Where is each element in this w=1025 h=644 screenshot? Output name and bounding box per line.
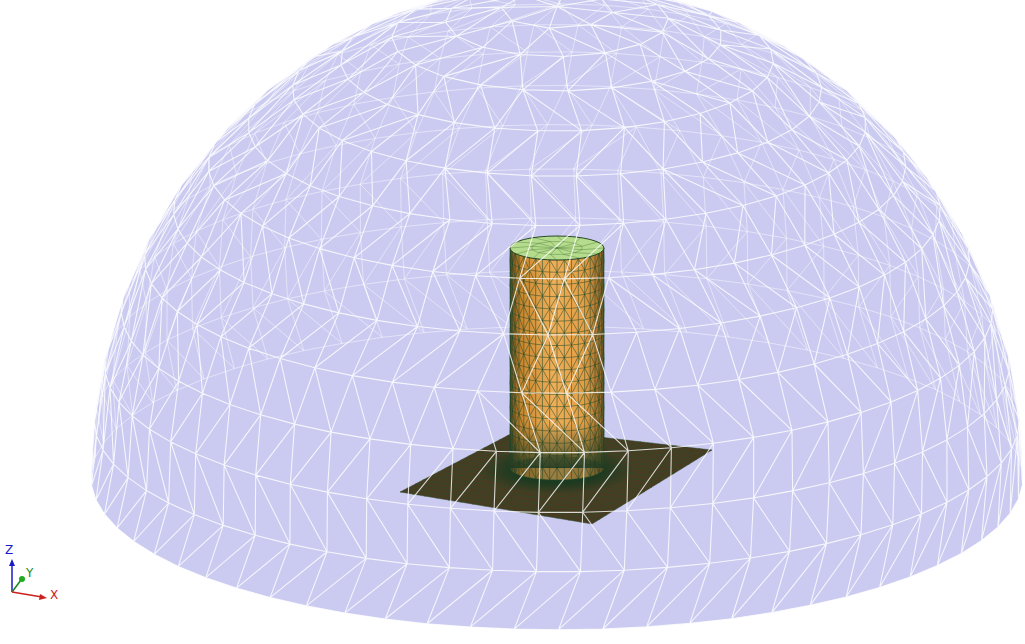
z-arrowhead [9, 559, 15, 566]
dome-front [92, 0, 1023, 630]
z-axis [11, 563, 13, 592]
axis-triad [9, 559, 47, 600]
axis-label: Z [5, 543, 13, 557]
cylinder-cap [510, 236, 604, 260]
axis-label: Y [26, 566, 33, 580]
dome-fill [91, 0, 1022, 630]
x-axis [12, 592, 42, 597]
axis-label: X [50, 588, 58, 602]
dome-front-mesh [92, 0, 1023, 630]
cap-mesh [510, 236, 604, 260]
x-arrowhead [39, 594, 47, 600]
y-axis [12, 580, 21, 592]
cylinder [510, 236, 604, 480]
y-axis-dot [19, 576, 25, 582]
cylinder-foot [510, 456, 604, 480]
dome-back [91, 0, 1022, 630]
